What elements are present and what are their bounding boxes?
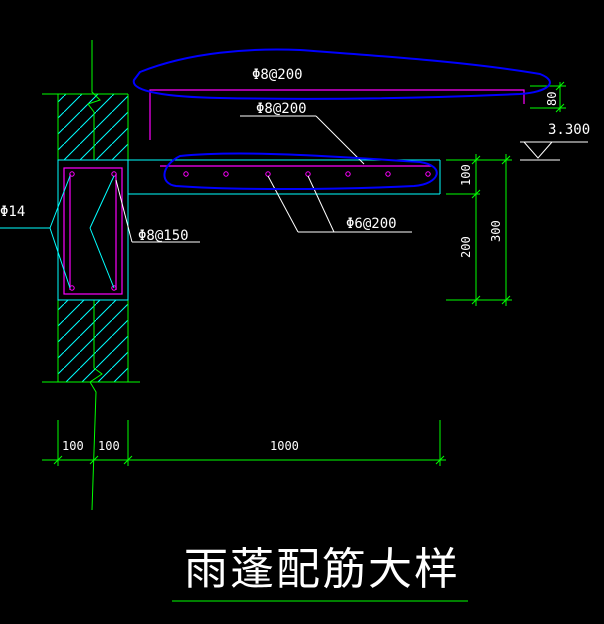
label-elevation: 3.300 — [548, 122, 590, 138]
dim-beam-total: 300 — [489, 220, 503, 242]
wall-hatch — [58, 94, 128, 382]
bottom-dimensions — [42, 420, 446, 466]
dim-canopy-length: 1000 — [270, 439, 299, 453]
dim-top-80: 80 — [545, 92, 559, 106]
label-mid-bar: Φ8@200 — [256, 101, 307, 117]
dim-wall-left: 100 — [62, 439, 84, 453]
dim-beam-lower: 200 — [459, 236, 473, 258]
label-top-bar: Φ8@200 — [252, 67, 303, 83]
main-bar-leader — [0, 175, 115, 289]
wall-outline — [42, 40, 140, 511]
label-stirrup: Φ8@150 — [138, 228, 189, 244]
drawing-title: 雨蓬配筋大样 — [184, 544, 460, 595]
elevation-marker — [520, 141, 588, 161]
dim-slab-thickness: 100 — [459, 164, 473, 186]
label-main-bar: Φ14 — [0, 204, 25, 220]
right-dimensions — [446, 81, 566, 306]
blue-markup — [132, 48, 551, 190]
dim-wall-right: 100 — [98, 439, 120, 453]
distribution-bars — [69, 171, 431, 291]
rebar-lines — [63, 89, 525, 295]
leader-lines — [115, 115, 412, 243]
label-dist-bar: Φ6@200 — [346, 216, 397, 232]
